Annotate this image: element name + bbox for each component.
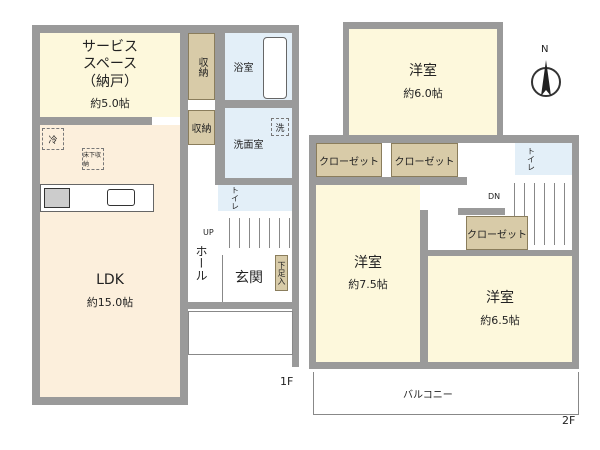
porch: [188, 311, 293, 355]
closet-label: クローゼット: [319, 156, 379, 168]
down-label: DN: [488, 192, 501, 201]
room-size: 約6.0帖: [403, 86, 443, 100]
closet-2: クローゼット: [391, 143, 458, 177]
service-space-label: サービス: [82, 38, 138, 55]
hall-label: ホール: [194, 245, 208, 281]
washroom: 洗面室 洗: [225, 108, 292, 178]
shoe-storage: 下足入: [275, 255, 288, 291]
wall-1f: [218, 178, 292, 185]
wall-2f: [309, 135, 579, 143]
wall-1f: [32, 117, 152, 125]
underfloor-label: 床下収納: [83, 152, 102, 168]
wall-1f: [32, 25, 298, 33]
entrance-label: 玄関: [235, 269, 263, 286]
wall-2f: [309, 135, 316, 369]
wall-2f: [343, 22, 503, 29]
washer-spot: 洗: [271, 118, 289, 136]
ldk-size: 約15.0帖: [86, 295, 134, 309]
toilet-label: トイレ: [230, 186, 240, 210]
wall-2f: [428, 250, 572, 256]
wall-2f: [572, 135, 579, 369]
balcony: [313, 372, 579, 415]
toilet-1f: トイレ: [218, 185, 292, 211]
wall-2f: [343, 22, 349, 135]
service-space: サービス スペース （納戸） 約5.0帖: [40, 33, 180, 117]
western-room-7-5: 洋室 約7.5帖: [316, 185, 420, 362]
stove-icon: [44, 188, 70, 208]
entrance: 玄関: [222, 255, 275, 302]
bathtub-icon: [263, 37, 287, 99]
toilet-label: トイレ: [526, 147, 536, 171]
closet-1: クローゼット: [316, 143, 382, 177]
washer-label: 洗: [275, 123, 285, 134]
bath-label: 浴室: [233, 63, 254, 74]
balcony-label: バルコニー: [403, 390, 453, 401]
room-label: 洋室: [409, 63, 437, 80]
wall-1f: [225, 100, 292, 108]
ldk: LDK 約15.0帖: [40, 125, 180, 397]
fridge-label: 冷: [48, 135, 58, 146]
wall-2f: [309, 362, 579, 369]
closet-label: クローゼット: [394, 156, 455, 168]
wall-1f: [180, 33, 188, 405]
floor-2f-label: 2F: [562, 414, 576, 427]
room-label: 洋室: [486, 290, 514, 307]
sink-icon: [107, 189, 135, 206]
up-label: UP: [203, 228, 214, 237]
closet-label: クローゼット: [467, 229, 527, 241]
storage-label: 収納: [196, 56, 207, 77]
storage-1: 収納: [188, 33, 215, 100]
wall-1f: [32, 25, 40, 405]
wall-1f: [292, 25, 299, 367]
wall-2f: [420, 210, 428, 362]
service-space-size: 約5.0帖: [90, 97, 130, 111]
wall-2f: [458, 208, 535, 215]
washroom-label: 洗面室: [233, 139, 264, 151]
wall-2f: [497, 22, 503, 135]
fridge-spot: 冷: [42, 128, 64, 150]
room-label: 洋室: [354, 254, 382, 271]
service-space-label: （納戸）: [82, 73, 138, 90]
closet-3: クローゼット: [466, 216, 528, 250]
compass-icon: N: [528, 44, 564, 100]
ldk-label: LDK: [96, 272, 124, 289]
storage-2: 収納: [188, 110, 215, 145]
western-room-6-0: 洋室 約6.0帖: [349, 29, 497, 135]
underfloor-storage: 床下収納: [82, 148, 104, 170]
service-space-label: スペース: [82, 56, 138, 73]
floor-1f-label: 1F: [280, 375, 294, 388]
storage-label: 収納: [191, 124, 212, 135]
room-size: 約7.5帖: [348, 278, 388, 292]
toilet-2f: トイレ: [515, 143, 572, 175]
western-room-6-5: 洋室 約6.5帖: [428, 256, 572, 362]
bathroom: 浴室: [225, 33, 292, 100]
wall-2f: [309, 177, 467, 185]
wall-1f: [32, 397, 188, 405]
shoe-label: 下足入: [277, 261, 286, 285]
room-size: 約6.5帖: [480, 313, 520, 327]
stairs-1f: [220, 218, 292, 248]
wall-1f: [188, 302, 292, 309]
wall-1f: [215, 33, 225, 185]
compass-north-label: N: [541, 44, 549, 55]
